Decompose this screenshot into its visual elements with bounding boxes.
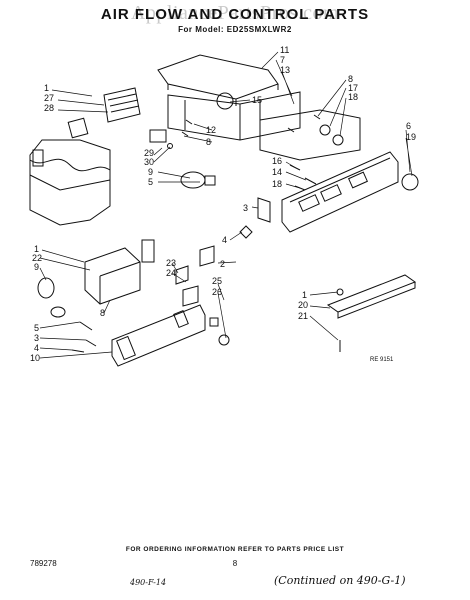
callout: 7 — [280, 55, 285, 65]
air-duct-cover — [157, 54, 279, 100]
callout: 1 — [34, 244, 39, 254]
callout: 18 — [348, 92, 358, 102]
callout: 30 — [144, 157, 154, 167]
document-number: 789278 — [30, 559, 57, 568]
page-number: 8 — [232, 559, 238, 568]
callout: 10 — [30, 353, 40, 363]
callout: 18 — [272, 179, 282, 189]
callout: 9 — [148, 167, 153, 177]
callout: 24 — [166, 268, 176, 278]
callout: 3 — [243, 203, 248, 213]
callout: 3 — [34, 333, 39, 343]
callout: 15 — [252, 95, 262, 105]
reference-code: RE 9151 — [370, 357, 394, 363]
grille — [103, 87, 141, 123]
callout: 29 — [144, 148, 154, 158]
callout: 14 — [272, 167, 282, 177]
handwritten-continued-note: (Continued on 490-G-1) — [274, 574, 406, 587]
callout: 22 — [32, 253, 42, 263]
thermostat-knob-shape — [216, 92, 234, 110]
callout: 4 — [34, 343, 39, 353]
callout: 8 — [348, 74, 353, 84]
callout: 8 — [206, 137, 211, 147]
callout: 12 — [206, 125, 216, 135]
lower-damper — [84, 247, 141, 305]
callout: 4 — [222, 235, 227, 245]
front-control-panel — [281, 151, 399, 233]
lower-seal — [141, 239, 155, 263]
callout: 6 — [406, 121, 411, 131]
lower-light-bulb — [37, 277, 55, 299]
light-socket — [204, 175, 216, 186]
handwritten-page-ref: 490-F-14 — [130, 578, 167, 587]
callout: 1 — [44, 83, 49, 93]
callout: 23 — [166, 258, 176, 268]
callout: 16 — [272, 156, 282, 166]
callout: 5 — [34, 323, 39, 333]
bracket — [257, 197, 271, 223]
callout-labels: 1 27 28 29 30 9 5 11 7 13 15 12 8 8 17 1… — [30, 45, 416, 363]
callout: 28 — [44, 103, 54, 113]
callout: 19 — [406, 132, 416, 142]
callout: 11 — [280, 45, 289, 55]
callout: 21 — [298, 311, 308, 321]
callout: 25 — [212, 276, 222, 286]
callout: 5 — [148, 177, 153, 187]
control-board — [259, 109, 361, 161]
callout: 17 — [348, 83, 358, 93]
diagram-title: AIR FLOW AND CONTROL PARTS — [100, 6, 370, 23]
callout: 2 — [220, 259, 225, 269]
callout: 9 — [34, 262, 39, 272]
damper-block — [149, 129, 167, 143]
callout: 20 — [298, 300, 308, 310]
model-label: For Model: ED25SMXLWR2 — [178, 25, 292, 34]
lower-front-panel — [111, 304, 206, 367]
callout: 8 — [100, 308, 105, 318]
callout: 27 — [44, 93, 54, 103]
ordering-note: FOR ORDERING INFORMATION REFER TO PARTS … — [125, 546, 345, 553]
callout: 13 — [280, 65, 290, 75]
control-knob — [401, 173, 419, 191]
liner-panel — [29, 139, 111, 226]
seal-square — [67, 117, 89, 139]
control-housing — [167, 91, 301, 141]
callout: 26 — [212, 287, 222, 297]
watermark: AppliancePartsPros.com — [130, 2, 340, 24]
light-bulb — [180, 171, 206, 189]
callout: 1 — [302, 290, 307, 300]
